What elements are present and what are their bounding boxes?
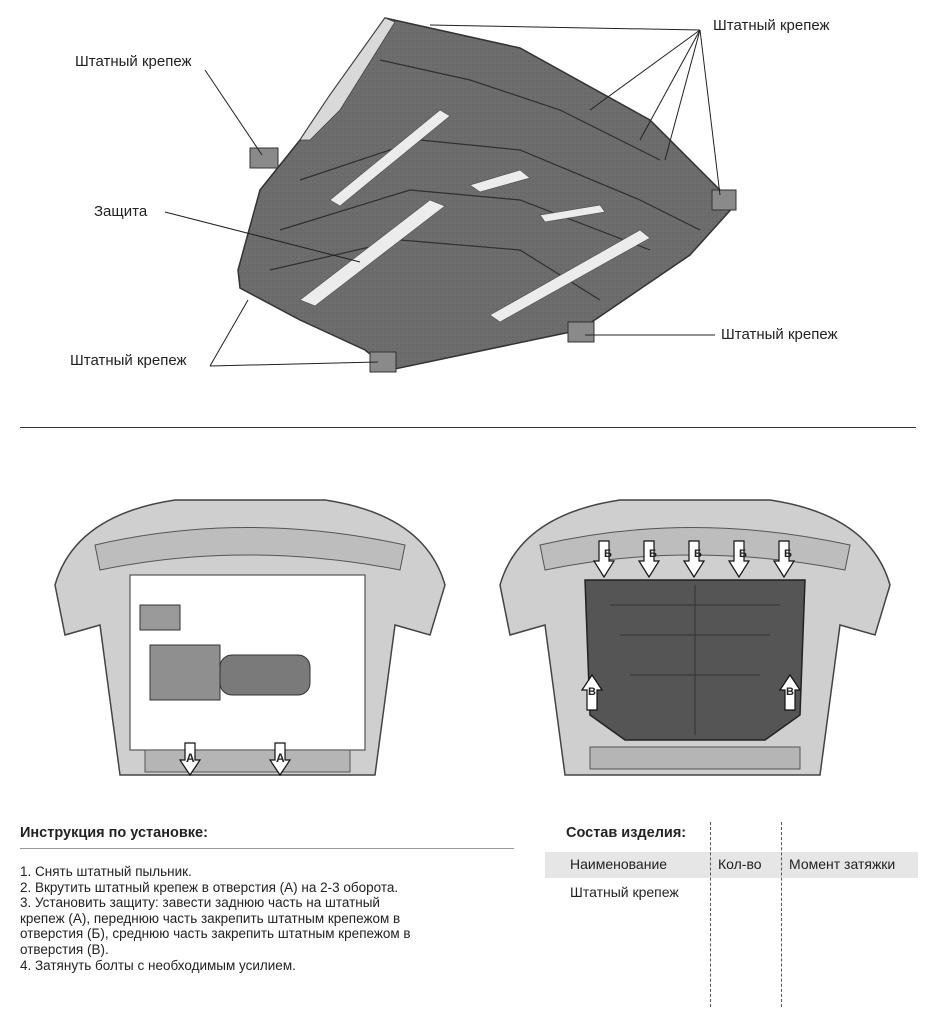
column-header-name: Наименование <box>570 856 668 872</box>
callout-standard-fastener-bottom-right: Штатный крепеж <box>721 326 838 343</box>
callout-standard-fastener-bottom-left: Штатный крепеж <box>70 352 187 369</box>
marker-a-right: А <box>276 751 285 765</box>
instructions-title: Инструкция по установке: <box>20 825 208 841</box>
marker-b-4: Б <box>739 548 747 560</box>
underbody-before-diagram <box>54 499 446 777</box>
instructions-steps: 1. Снять штатный пыльник. 2. Вкрутить шт… <box>20 864 515 973</box>
callout-standard-fastener-top-left: Штатный крепеж <box>75 53 192 70</box>
callout-protection: Защита <box>94 203 148 220</box>
skid-plate-illustration <box>164 17 737 373</box>
composition-table-header <box>545 852 918 878</box>
marker-b-3: Б <box>694 548 702 560</box>
instruction-line: отверстия (Б), среднюю часть закрепить ш… <box>20 926 411 942</box>
marker-b-1: Б <box>604 548 612 560</box>
table-row-name: Штатный крепеж <box>570 884 679 900</box>
underbody-after-diagram <box>499 499 891 776</box>
marker-b-5: Б <box>784 548 792 560</box>
marker-a-holes <box>178 742 292 777</box>
marker-b-2: Б <box>649 548 657 560</box>
instruction-line: отверстия (В). <box>20 941 109 957</box>
column-divider <box>710 822 711 1007</box>
column-header-torque: Момент затяжки <box>789 856 896 872</box>
callout-standard-fastener-top-right: Штатный крепеж <box>713 17 830 34</box>
column-header-qty: Кол-во <box>718 856 762 872</box>
skid-plate-shape <box>237 17 737 371</box>
instruction-line: 1. Снять штатный пыльник. <box>20 864 192 879</box>
column-divider <box>781 822 782 1007</box>
instruction-line: 2. Вкрутить штатный крепеж в отверстия (… <box>20 879 399 895</box>
marker-v-right: В <box>786 686 794 698</box>
marker-v-left: В <box>588 686 596 698</box>
instruction-line: 3. Установить защиту: завести заднюю час… <box>20 895 380 911</box>
instruction-line: 4. Затянуть болты с необходимым усилием. <box>20 957 296 973</box>
section-divider <box>20 427 916 428</box>
marker-a-left: А <box>186 751 195 765</box>
composition-title: Состав изделия: <box>566 825 687 841</box>
instruction-line: крепеж (А), переднюю часть закрепить шта… <box>20 910 401 926</box>
instructions-rule <box>20 848 514 849</box>
